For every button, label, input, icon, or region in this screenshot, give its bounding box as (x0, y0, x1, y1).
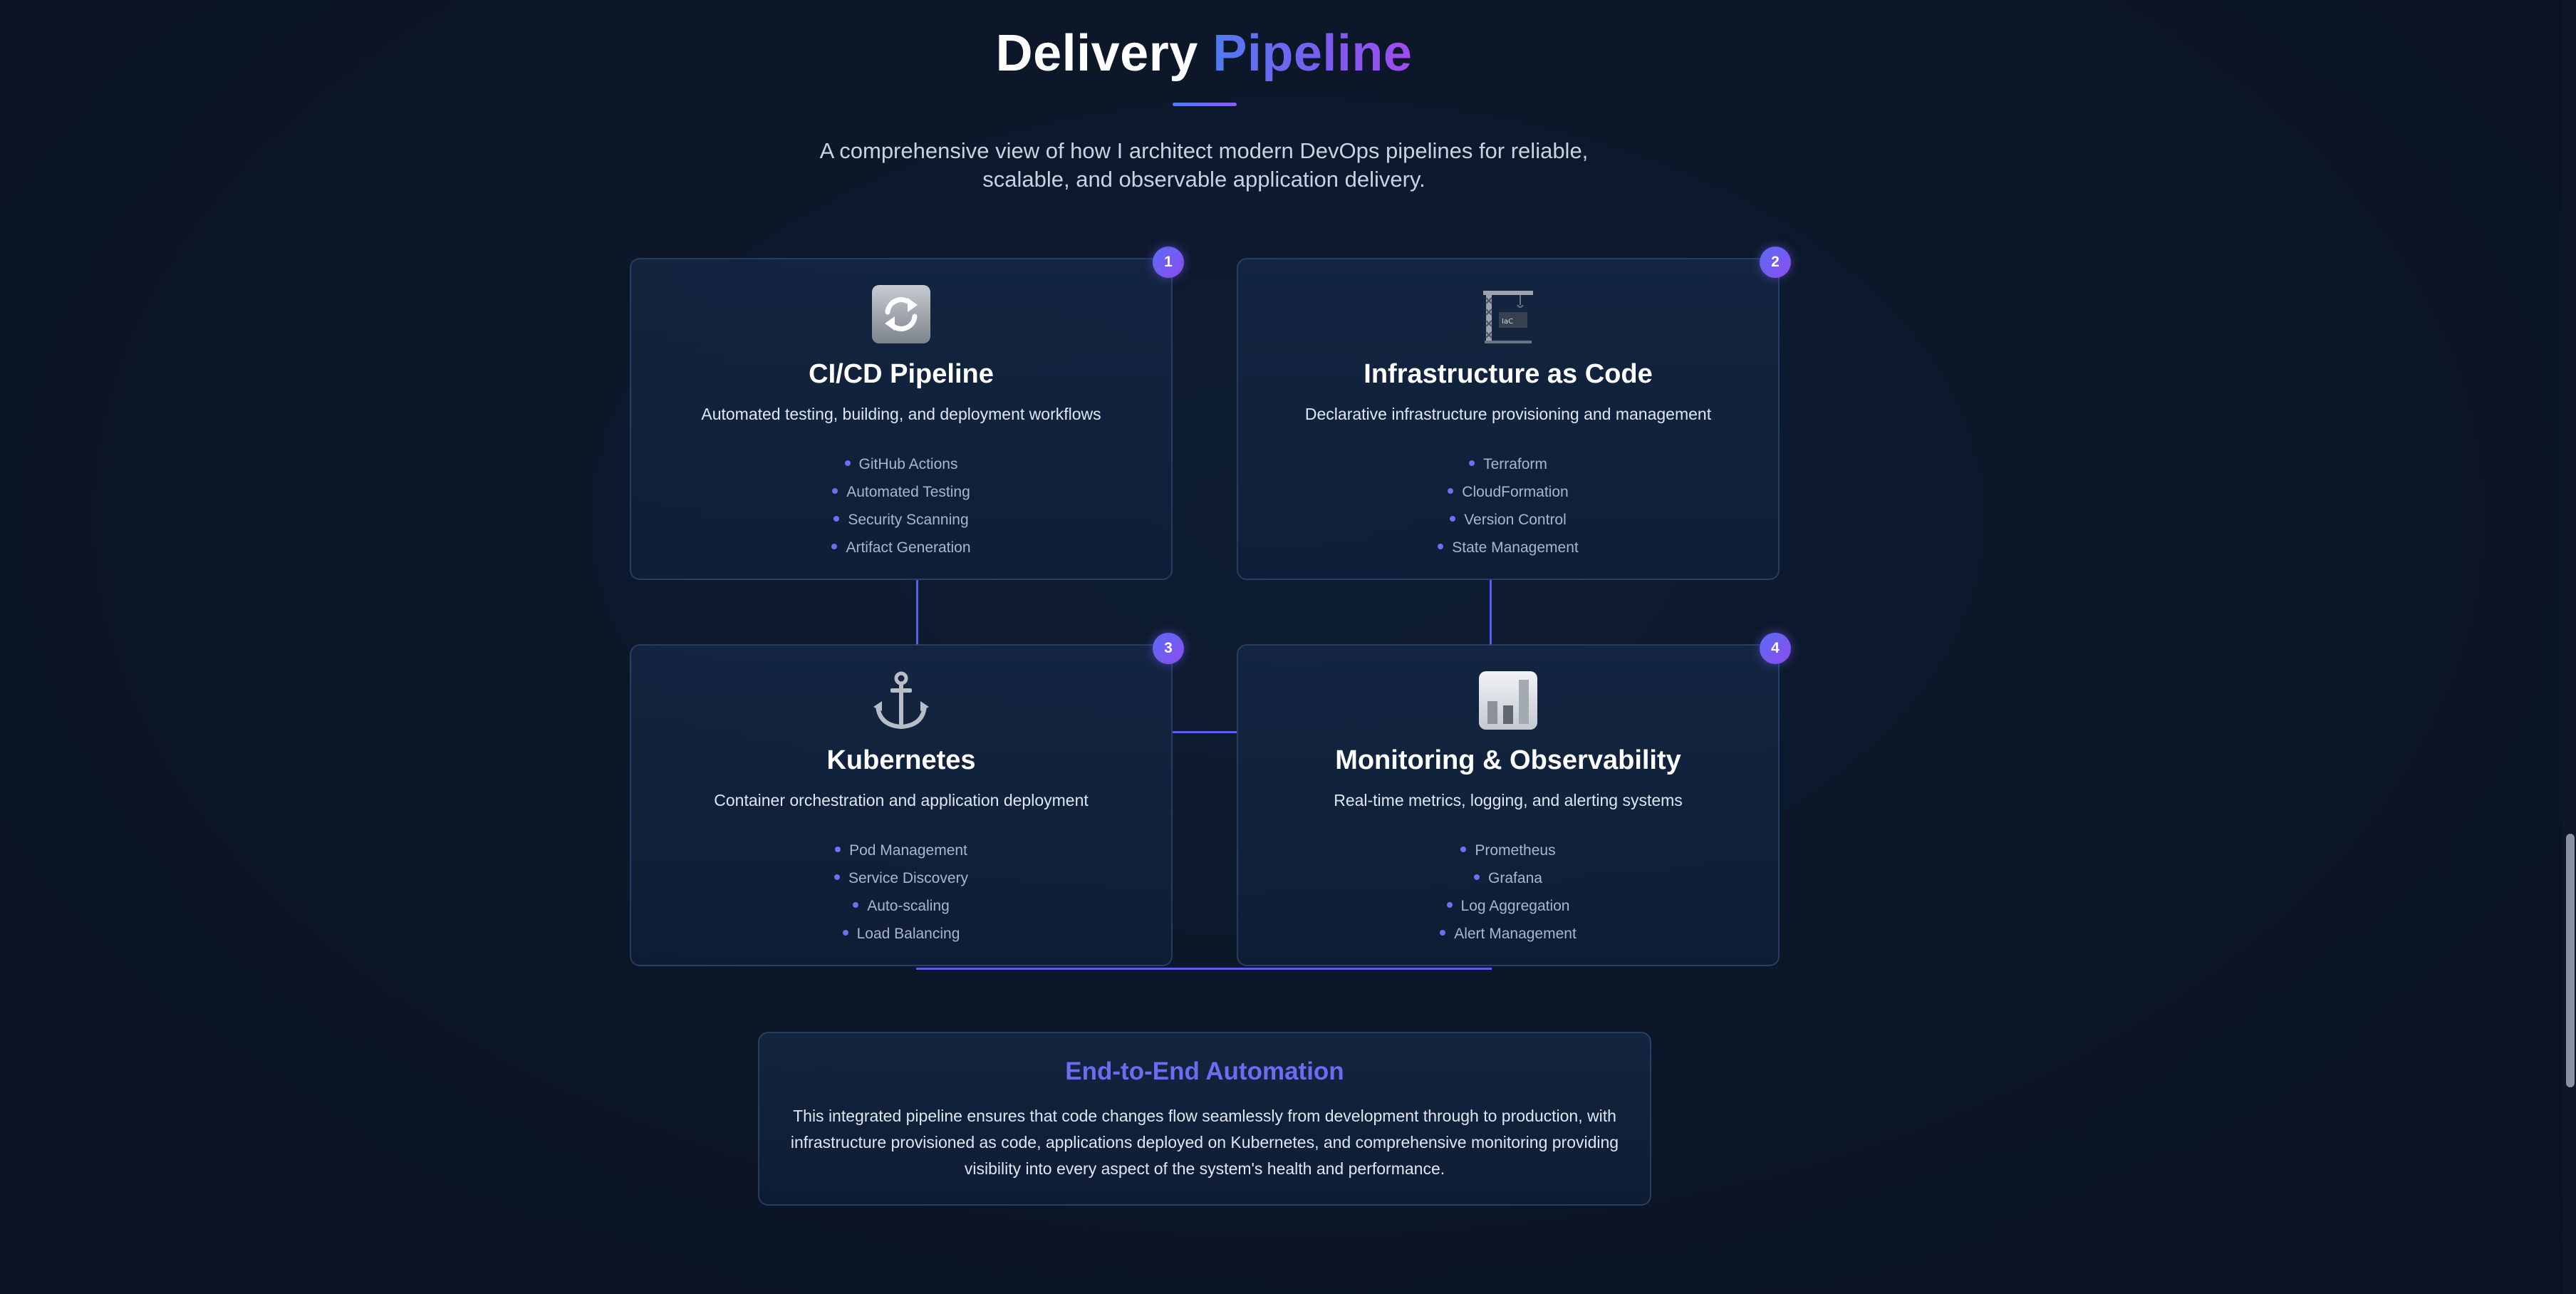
connector-2-4 (1490, 580, 1492, 646)
svg-text:IaC: IaC (1502, 318, 1513, 326)
feature-item: Alert Management (1238, 920, 1778, 948)
bullet-dot (835, 847, 841, 853)
card-description: Real-time metrics, logging, and alerting… (1334, 791, 1683, 809)
feature-label: Version Control (1464, 512, 1567, 528)
card-title: CI/CD Pipeline (809, 359, 994, 389)
bullet-dot (844, 460, 851, 467)
feature-item: CloudFormation (1238, 478, 1778, 506)
feature-label: Security Scanning (848, 512, 969, 528)
bullet-dot (1446, 902, 1453, 909)
feature-item: Security Scanning (631, 506, 1171, 534)
bullet-dot (1460, 847, 1467, 853)
card-monitoring-observability[interactable]: 4 Monitoring & Observability Real-time m… (1237, 633, 1791, 966)
bullet-dot (1440, 930, 1446, 936)
automation-panel: End-to-End Automation This integrated pi… (758, 1032, 1651, 1206)
feature-label: CloudFormation (1462, 484, 1569, 500)
bullet-dot (1448, 488, 1454, 495)
page-title: Delivery Pipeline (0, 24, 2408, 83)
bullet-dot (833, 516, 840, 522)
feature-label: Prometheus (1475, 842, 1556, 859)
automation-text: This integrated pipeline ensures that co… (790, 1107, 1619, 1178)
connector-3-4 (1173, 731, 1237, 733)
bullet-dot (1474, 874, 1480, 881)
feature-label: State Management (1452, 539, 1579, 556)
feature-item: Pod Management (631, 837, 1171, 864)
card-infrastructure-as-code[interactable]: 2 IaC Infrastructure as Code Declarative… (1237, 247, 1791, 580)
card-description: Declarative infrastructure provisioning … (1304, 405, 1712, 423)
feature-label: Artifact Generation (846, 539, 971, 556)
feature-label: Alert Management (1454, 926, 1577, 942)
scrollbar-track[interactable] (2563, 0, 2576, 1294)
feature-item: Log Aggregation (1238, 892, 1778, 920)
step-badge: 4 (1760, 633, 1791, 664)
bullet-dot (831, 544, 838, 550)
feature-item: Service Discovery (631, 864, 1171, 892)
step-badge: 2 (1760, 247, 1791, 278)
page-title-main: Delivery (995, 25, 1198, 82)
feature-label: Service Discovery (848, 870, 969, 886)
feature-item: Prometheus (1238, 837, 1778, 864)
feature-list: Pod Management Service Discovery Auto-sc… (631, 837, 1171, 948)
bullet-dot (1438, 544, 1444, 550)
card-kubernetes[interactable]: 3 Kubernetes Container orchestration and… (630, 633, 1184, 966)
feature-item: Version Control (1238, 506, 1778, 534)
card-description: Container orchestration and application … (714, 791, 1089, 809)
card-description: Automated testing, building, and deploym… (701, 405, 1101, 423)
feature-label: Terraform (1483, 456, 1547, 472)
automation-title: End-to-End Automation (1065, 1057, 1344, 1085)
bullet-dot (832, 488, 838, 495)
connector-1-3 (916, 580, 918, 646)
step-badge: 3 (1153, 633, 1184, 664)
card-title: Infrastructure as Code (1364, 359, 1653, 389)
feature-label: Automated Testing (846, 484, 970, 500)
feature-list: Terraform CloudFormation Version Control… (1238, 450, 1778, 561)
feature-list: Prometheus Grafana Log Aggregation Alert… (1238, 837, 1778, 948)
connector-bottom (916, 968, 1492, 970)
bullet-dot (1469, 460, 1475, 467)
feature-item: Artifact Generation (631, 534, 1171, 561)
feature-label: Pod Management (849, 842, 967, 859)
feature-item: Grafana (1238, 864, 1778, 892)
feature-label: Load Balancing (856, 926, 960, 942)
feature-item: Terraform (1238, 450, 1778, 478)
feature-item: GitHub Actions (631, 450, 1171, 478)
scrollbar-thumb[interactable] (2566, 834, 2575, 1087)
feature-item: State Management (1238, 534, 1778, 561)
page-subtitle: A comprehensive view of how I architect … (819, 138, 1589, 192)
feature-item: Load Balancing (631, 920, 1171, 948)
feature-item: Automated Testing (631, 478, 1171, 506)
title-underline (1173, 103, 1237, 106)
bullet-dot (853, 902, 859, 909)
card-title: Monitoring & Observability (1335, 745, 1681, 775)
card-ci-cd-pipeline[interactable]: 1 CI/CD Pipeline Automated testing, buil… (630, 247, 1184, 580)
page-title-accent: Pipeline (1212, 25, 1413, 82)
bullet-dot (842, 930, 848, 936)
bullet-dot (833, 874, 840, 881)
feature-label: Log Aggregation (1460, 898, 1570, 914)
feature-label: Auto-scaling (867, 898, 950, 914)
feature-item: Auto-scaling (631, 892, 1171, 920)
anchor-icon (871, 670, 932, 731)
feature-list: GitHub Actions Automated Testing Securit… (631, 450, 1171, 561)
sync-arrows-icon (871, 284, 932, 345)
construction-crane-icon: IaC (1477, 284, 1539, 345)
step-badge: 1 (1153, 247, 1184, 278)
feature-label: GitHub Actions (858, 456, 958, 472)
card-title: Kubernetes (826, 745, 976, 775)
bullet-dot (1450, 516, 1456, 522)
feature-label: Grafana (1488, 870, 1542, 886)
bar-chart-icon (1477, 670, 1539, 731)
